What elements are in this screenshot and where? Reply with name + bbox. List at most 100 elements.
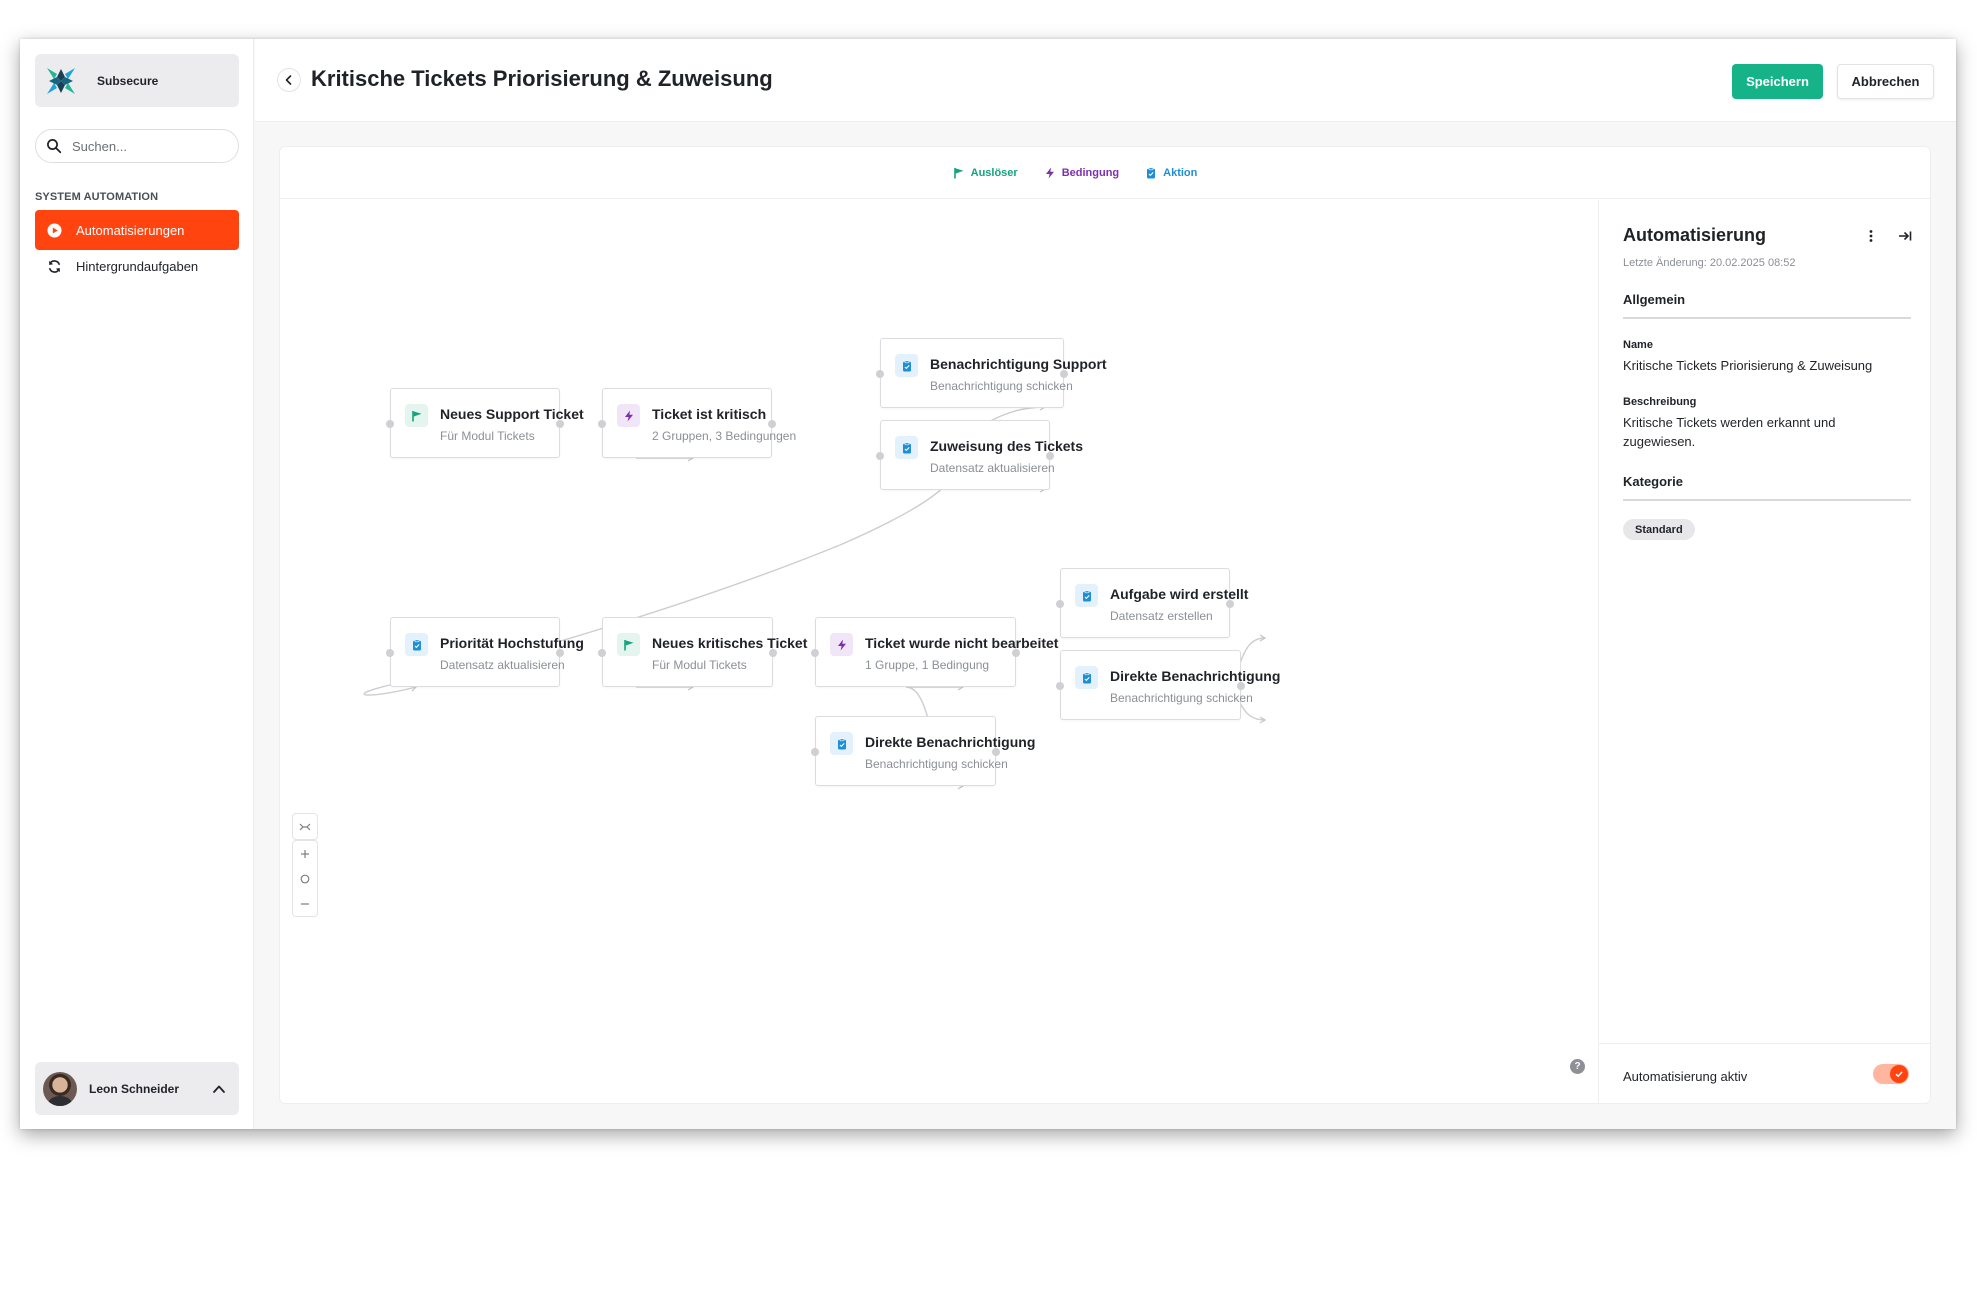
node-output-port[interactable] xyxy=(1226,600,1234,608)
user-name: Leon Schneider xyxy=(89,1081,180,1096)
node-output-port[interactable] xyxy=(992,748,1000,756)
play-circle-icon xyxy=(46,222,63,239)
sidebar-item-hintergrundaufgaben[interactable]: Hintergrundaufgaben xyxy=(35,246,239,286)
name-value[interactable]: Kritische Tickets Priorisierung & Zuweis… xyxy=(1623,358,1873,373)
bolt-icon xyxy=(617,404,640,427)
node-input-port[interactable] xyxy=(876,452,884,460)
node-title: Direkte Benachrichtigung xyxy=(865,734,1036,750)
node-input-port[interactable] xyxy=(598,420,606,428)
search-input[interactable] xyxy=(72,138,212,154)
user-menu[interactable]: Leon Schneider xyxy=(35,1062,239,1115)
category-chip[interactable]: Standard xyxy=(1623,519,1695,540)
node-title: Aufgabe wird erstellt xyxy=(1110,586,1249,602)
subsecure-logo-icon xyxy=(47,67,75,94)
node-subtitle: Benachrichtigung schicken xyxy=(1110,691,1253,705)
flow-canvas[interactable]: Neues Support Ticket Für Modul Tickets T… xyxy=(280,200,1598,1103)
node-input-port[interactable] xyxy=(1056,682,1064,690)
zoom-out-icon[interactable] xyxy=(293,891,317,916)
collapse-panel-icon[interactable] xyxy=(1897,228,1913,244)
back-button[interactable] xyxy=(277,68,301,92)
description-value[interactable]: Kritische Tickets werden erkannt und zug… xyxy=(1623,415,1836,449)
flow-node-action[interactable]: Aufgabe wird erstellt Datensatz erstelle… xyxy=(1056,568,1248,638)
properties-panel: Automatisierung Letzte Änderung: 20.02.2… xyxy=(1598,200,1930,1103)
sidebar-section-title: SYSTEM AUTOMATION xyxy=(35,191,159,203)
clipboard-icon xyxy=(895,436,918,459)
zoom-in-icon[interactable] xyxy=(293,841,317,866)
bolt-icon xyxy=(830,633,853,656)
flow-node-action[interactable]: Direkte Benachrichtigung Benachrichtigun… xyxy=(811,716,1035,786)
refresh-icon xyxy=(46,258,63,275)
flow-node-action[interactable]: Priorität Hochstufung Datensatz aktualis… xyxy=(386,617,584,687)
legend-condition-label: Bedingung xyxy=(1061,166,1120,179)
legend-trigger-label: Auslöser xyxy=(970,166,1018,179)
app-window: Subsecure SYSTEM AUTOMATION Automatisier… xyxy=(20,39,1956,1129)
node-title: Ticket wurde nicht bearbeitet xyxy=(865,635,1059,651)
flow-node-condition[interactable]: Ticket ist kritisch 2 Gruppen, 3 Bedingu… xyxy=(598,388,796,458)
flow-node-condition[interactable]: Ticket wurde nicht bearbeitet 1 Gruppe, … xyxy=(811,617,1058,687)
node-input-port[interactable] xyxy=(386,420,394,428)
node-output-port[interactable] xyxy=(556,649,564,657)
fit-view-icon[interactable] xyxy=(293,814,317,839)
node-title: Priorität Hochstufung xyxy=(440,635,584,651)
clipboard-icon xyxy=(830,732,853,755)
node-title: Ticket ist kritisch xyxy=(652,406,767,422)
sidebar-item-automatisierungen[interactable]: Automatisierungen xyxy=(35,210,239,250)
avatar xyxy=(43,1071,77,1106)
node-output-port[interactable] xyxy=(1012,649,1020,657)
node-subtitle: 1 Gruppe, 1 Bedingung xyxy=(865,658,990,672)
node-subtitle: Datensatz aktualisieren xyxy=(440,658,565,672)
flag-icon xyxy=(405,404,428,427)
node-title: Zuweisung des Tickets xyxy=(930,438,1084,454)
node-output-port[interactable] xyxy=(556,420,564,428)
zoom-reset-icon[interactable] xyxy=(293,866,317,891)
node-legend: Auslöser Bedingung Aktion xyxy=(280,147,1930,199)
node-output-port[interactable] xyxy=(769,649,777,657)
node-input-port[interactable] xyxy=(386,649,394,657)
panel-footer: Automatisierung aktiv xyxy=(1599,1043,1930,1103)
node-subtitle: 2 Gruppen, 3 Bedingungen xyxy=(652,429,797,443)
zoom-controls xyxy=(292,840,318,917)
sidebar-item-label: Automatisierungen xyxy=(76,222,185,238)
workflow-editor: Auslöser Bedingung Aktion xyxy=(279,146,1931,1104)
node-subtitle: Für Modul Tickets xyxy=(440,429,535,443)
legend-action-label: Aktion xyxy=(1163,166,1198,179)
node-output-port[interactable] xyxy=(1046,452,1054,460)
flow-node-action[interactable]: Direkte Benachrichtigung Benachrichtigun… xyxy=(1056,650,1280,720)
node-output-port[interactable] xyxy=(1237,682,1245,690)
panel-title: Automatisierung xyxy=(1623,225,1767,245)
flow-node-trigger[interactable]: Neues kritisches Ticket Für Modul Ticket… xyxy=(598,617,807,687)
node-input-port[interactable] xyxy=(1056,600,1064,608)
flag-icon xyxy=(617,633,640,656)
node-input-port[interactable] xyxy=(876,370,884,378)
brand[interactable]: Subsecure xyxy=(35,54,239,107)
last-modified: Letzte Änderung: 20.02.2025 08:52 xyxy=(1623,257,1796,269)
active-toggle[interactable] xyxy=(1873,1064,1909,1084)
cancel-button[interactable]: Abbrechen xyxy=(1837,64,1934,99)
node-output-port[interactable] xyxy=(1060,370,1068,378)
legend-condition: Bedingung xyxy=(1044,167,1119,179)
flow-node-trigger[interactable]: Neues Support Ticket Für Modul Tickets xyxy=(386,388,584,458)
search-icon xyxy=(47,139,62,154)
help-icon[interactable]: ? xyxy=(1570,1059,1585,1074)
node-subtitle: Benachrichtigung schicken xyxy=(930,379,1073,393)
node-input-port[interactable] xyxy=(598,649,606,657)
flow-node-action[interactable]: Zuweisung des Tickets Datensatz aktualis… xyxy=(876,420,1083,490)
more-vertical-icon[interactable] xyxy=(1863,228,1879,244)
flow-node-action[interactable]: Benachrichtigung Support Benachrichtigun… xyxy=(876,338,1107,408)
clipboard-icon xyxy=(895,354,918,377)
save-button[interactable]: Speichern xyxy=(1732,64,1823,99)
sidebar: Subsecure SYSTEM AUTOMATION Automatisier… xyxy=(20,39,254,1129)
clipboard-icon xyxy=(1075,584,1098,607)
clipboard-icon xyxy=(1075,666,1098,689)
active-toggle-label: Automatisierung aktiv xyxy=(1623,1069,1748,1084)
node-input-port[interactable] xyxy=(811,748,819,756)
node-input-port[interactable] xyxy=(811,649,819,657)
legend-trigger: Auslöser xyxy=(953,167,1018,179)
node-output-port[interactable] xyxy=(768,420,776,428)
clipboard-icon xyxy=(405,633,428,656)
node-subtitle: Für Modul Tickets xyxy=(652,658,747,672)
chevron-up-icon[interactable] xyxy=(211,1081,227,1097)
fit-view-control[interactable] xyxy=(292,813,318,840)
node-title: Benachrichtigung Support xyxy=(930,356,1107,372)
search-box[interactable] xyxy=(35,129,239,163)
